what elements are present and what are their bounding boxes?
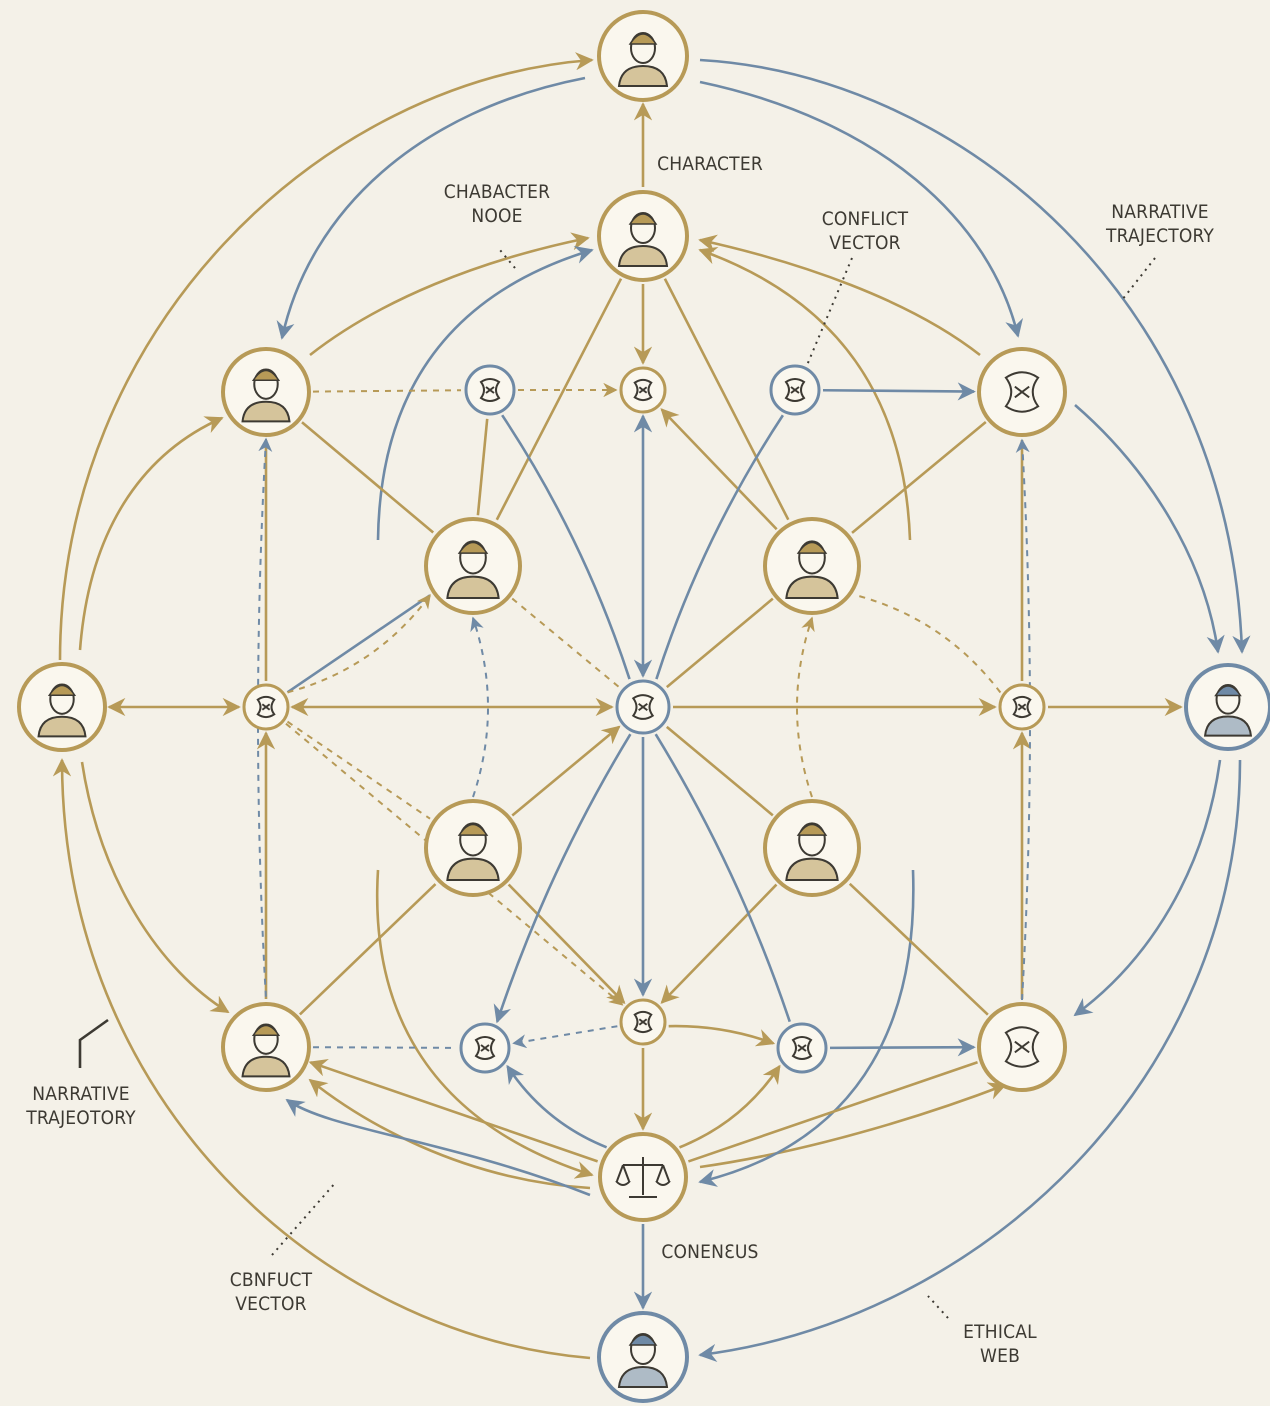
node-small-mid-right <box>1000 685 1044 729</box>
arc-left-to-upper-left <box>80 418 222 650</box>
edge-character-to-inner-upper-right <box>665 279 788 520</box>
node-right <box>1186 665 1270 749</box>
edge-small-top-right-to-upper-right <box>823 390 974 391</box>
node-small-top-right <box>771 366 819 414</box>
node-inner-upper-right <box>765 519 859 613</box>
character-label: CHARACTER <box>640 152 780 176</box>
arc-inner-left-to-consensus <box>377 870 592 1175</box>
node-small-bottom-left <box>461 1024 509 1072</box>
node-small-bottom-right <box>778 1024 826 1072</box>
node-small-top-center <box>621 368 665 412</box>
edge-inner-lower-left-to-center <box>512 727 619 816</box>
node-lower-right <box>979 1004 1065 1090</box>
edge-inner-upper-right-to-small-top-center <box>662 409 777 529</box>
arc-consensus-to-lower-left <box>310 1080 590 1188</box>
edge-upper-right-to-inner-upper-right <box>852 422 986 533</box>
edge-inner-upper-left-to-small-top-left <box>478 419 487 515</box>
node-inner-lower-left <box>426 801 520 895</box>
edge-lower-right-to-consensus <box>688 1062 977 1161</box>
node-small-mid-left <box>244 685 288 729</box>
node-inner-lower-right <box>765 801 859 895</box>
edge-small-mid-left-to-inner-lower-left <box>287 722 430 819</box>
node-inner-upper-left <box>426 519 520 613</box>
leader-ethical-web <box>928 1296 948 1318</box>
edge-lower-left-to-small-bottom-left <box>313 1047 456 1048</box>
leader-conflict-vector-bottom <box>272 1182 336 1255</box>
arc-consensus-to-lower-right <box>700 1085 1005 1167</box>
node-bottom <box>599 1313 687 1401</box>
conflict-vector-label-top: CONFLICT VECTOR <box>790 207 940 255</box>
edge-inner-lower-right-to-small-bottom-center <box>662 885 777 1003</box>
node-left <box>19 664 105 750</box>
arc-upper-left-to-character <box>310 238 588 355</box>
edge-small-mid-right-to-inner-upper-right <box>855 595 1000 693</box>
edge-character-to-inner-upper-left <box>497 279 621 520</box>
arc-upper-right-to-character <box>700 240 980 355</box>
narrative-trajectory-label-left: NARRATIVE TRAJEOTORY <box>6 1082 156 1130</box>
edge-small-bottom-center-to-small-bottom-right <box>669 1026 774 1043</box>
leader-narrative-trajectory-left <box>80 1020 108 1068</box>
node-small-bottom-center <box>621 1000 665 1044</box>
edge-small-top-right-to-center <box>656 415 782 679</box>
edge-upper-left-to-small-top-left <box>313 390 461 391</box>
edge-upper-left-to-inner-upper-left <box>302 422 433 532</box>
arc-upper-right-to-right <box>1075 405 1218 652</box>
edge-small-mid-left-to-inner-upper-left <box>287 595 430 692</box>
edge-small-bottom-right-to-lower-right <box>830 1047 974 1048</box>
edge-inner-upper-left-to-center <box>512 599 619 688</box>
edge-small-top-left-to-center <box>502 415 629 679</box>
node-consensus <box>600 1134 686 1220</box>
conflict-vector-label-bottom: CBNFUCT VECTOR <box>196 1268 346 1316</box>
ethical-web-label: ETHICAL WEB <box>930 1320 1070 1368</box>
consensus-label: CONENƐUS <box>640 1240 780 1264</box>
edge-inner-upper-right-to-center <box>667 599 773 687</box>
node-lower-left <box>223 1004 309 1090</box>
edge-center-to-small-bottom-left <box>497 734 630 1021</box>
arc-bottom-to-lower-left-blue <box>287 1100 590 1195</box>
node-upper-left <box>223 349 309 435</box>
edge-small-bottom-center-to-small-bottom-left <box>514 1026 618 1043</box>
node-center <box>617 681 669 733</box>
node-small-top-left <box>466 366 514 414</box>
edge-center-to-small-bottom-right <box>656 734 790 1022</box>
edge-lower-right-to-inner-lower-right <box>850 884 988 1015</box>
node-upper-right <box>979 349 1065 435</box>
narrative-trajectory-label-top: NARRATIVE TRAJECTORY <box>1080 200 1240 248</box>
node-top <box>599 12 687 100</box>
leader-narrative-trajectory-top <box>1122 258 1155 300</box>
edge-lower-left-to-inner-lower-left <box>300 884 436 1014</box>
edge-inner-lower-right-to-center <box>667 727 773 815</box>
character-node-label: CHABACTER NOOE <box>422 180 572 228</box>
arc-left-to-lower-left <box>82 762 228 1012</box>
node-character <box>599 192 687 280</box>
